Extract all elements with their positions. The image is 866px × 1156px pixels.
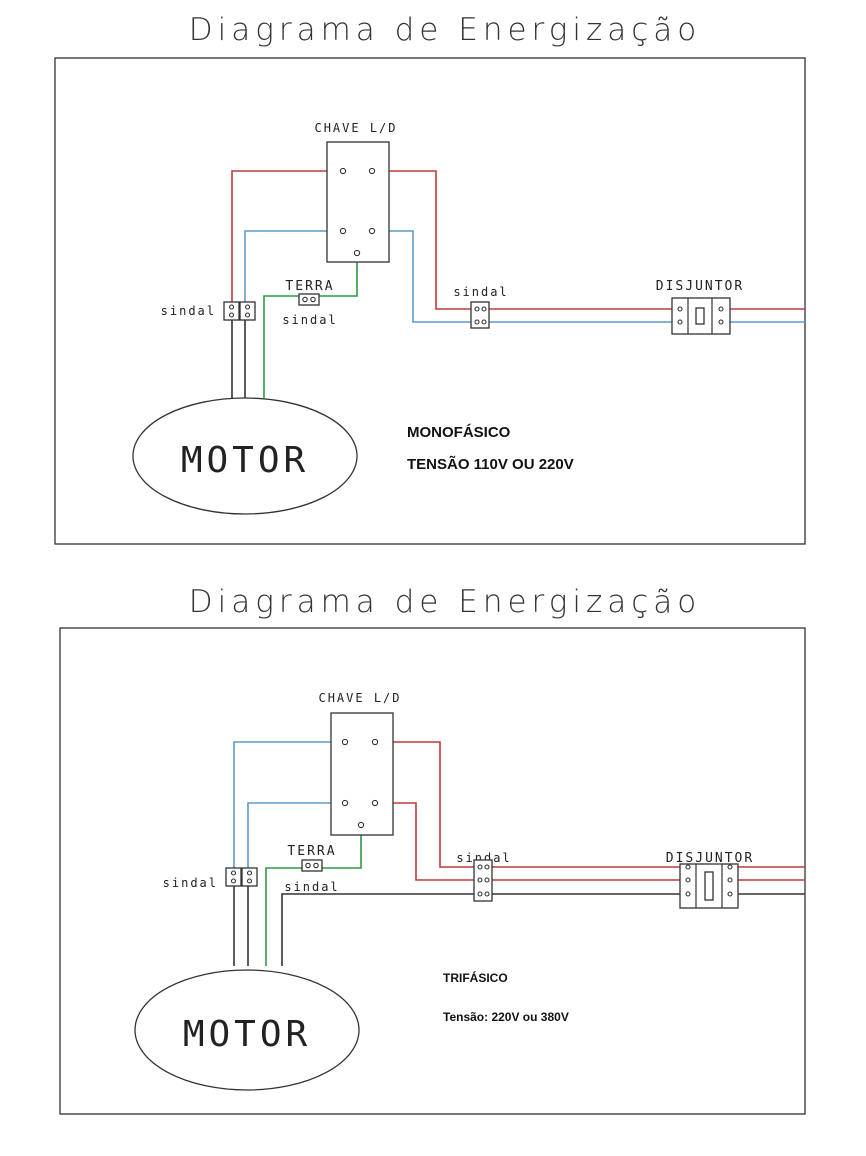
breaker-terminal (685, 891, 691, 897)
sindal-terminal (246, 870, 253, 876)
switch-box (326, 141, 390, 263)
switch-terminal (341, 738, 349, 746)
motor-sindal (223, 301, 240, 321)
sindal-terminal (230, 878, 237, 884)
switch-ground-terminal (357, 821, 365, 829)
switch-label: CHAVE L/D (314, 121, 397, 135)
sindal-terminal (474, 319, 480, 325)
breaker-terminal (718, 319, 724, 325)
motor-sindal (239, 301, 256, 321)
switch-terminal (339, 227, 347, 235)
motor-label: MOTOR (183, 1014, 311, 1055)
diagram-title: Diagrama de Energização (189, 584, 701, 620)
neutral-wire-line (372, 230, 805, 323)
neutral-wire (244, 230, 343, 303)
switch-terminal (371, 799, 379, 807)
motor (134, 969, 360, 1091)
breaker-terminal (677, 319, 683, 325)
breaker-label: DISJUNTOR (656, 279, 744, 294)
sindal-terminal (477, 864, 483, 870)
sindal-terminal (310, 296, 316, 303)
motor (132, 397, 358, 515)
switch-box (330, 712, 394, 836)
switch-terminal (341, 799, 349, 807)
sindal-terminal (484, 891, 490, 897)
sindal-terminal (230, 870, 237, 876)
sindal-terminal (477, 891, 483, 897)
ground-sindal-label: sindal (284, 880, 339, 894)
voltage-note: TENSÃO 110V OU 220V (407, 455, 574, 473)
sindal-terminal (481, 319, 487, 325)
breaker-terminal (727, 891, 733, 897)
phase-wire-l2 (247, 802, 345, 868)
system-type: MONOFÁSICO (407, 424, 511, 441)
breaker-terminal (677, 306, 683, 312)
breaker-terminal (718, 306, 724, 312)
sindal-terminal (305, 862, 311, 869)
breaker-terminal (685, 877, 691, 883)
breaker-lever (704, 871, 714, 901)
diagram-title: Diagrama de Energização (189, 12, 701, 48)
system-type: TRIFÁSICO (443, 970, 508, 985)
phase-wire-l3 (281, 893, 805, 966)
sindal-terminal (244, 304, 251, 310)
sindal-terminal (474, 306, 480, 312)
phase-wire-line-1 (375, 741, 805, 868)
motor-sindal (225, 867, 242, 887)
sindal-terminal (228, 312, 235, 318)
breaker-terminal (685, 864, 691, 870)
sindal-terminal (313, 862, 319, 869)
switch-terminal (368, 167, 376, 175)
ground-label: TERRA (287, 844, 336, 859)
sindal-terminal (484, 864, 490, 870)
switch-ground-terminal (353, 249, 361, 257)
phase-wire-l1 (233, 741, 345, 868)
sindal-terminal (244, 312, 251, 318)
switch-label: CHAVE L/D (318, 691, 401, 705)
phase-wire (231, 170, 343, 303)
motor-label: MOTOR (181, 440, 309, 481)
sindal-terminal (481, 306, 487, 312)
diagram-frame (59, 627, 806, 1115)
diagram-trifasico: Diagrama de Energização CHAVE L/D TERRA … (59, 584, 806, 1115)
ground-sindal (298, 293, 320, 306)
motor-sindal-label: sindal (163, 876, 218, 890)
sindal-terminal (302, 296, 308, 303)
motor-sindal (241, 867, 258, 887)
line-sindal-label: sindal (456, 851, 511, 865)
voltage-note: Tensão: 220V ou 380V (443, 1010, 569, 1024)
diagram-frame (54, 57, 806, 545)
sindal-terminal (228, 304, 235, 310)
line-sindal (473, 859, 493, 902)
breaker-label: DISJUNTOR (666, 851, 754, 866)
switch-terminal (371, 738, 379, 746)
breaker-terminal (727, 864, 733, 870)
phase-wire-line-2 (375, 802, 805, 881)
breaker-lever (695, 307, 705, 325)
line-sindal-label: sindal (453, 285, 508, 299)
line-sindal (470, 301, 490, 329)
switch-terminal (339, 167, 347, 175)
diagram-monofasico: Diagrama de Energização CHAVE L/D TERRA … (54, 12, 806, 545)
sindal-terminal (477, 877, 483, 883)
phase-wire-line (372, 170, 805, 310)
breaker-terminal (727, 877, 733, 883)
ground-sindal-label: sindal (282, 313, 337, 327)
ground-sindal (301, 859, 323, 872)
ground-label: TERRA (285, 279, 334, 294)
sindal-terminal (246, 878, 253, 884)
motor-sindal-label: sindal (161, 304, 216, 318)
sindal-terminal (484, 877, 490, 883)
switch-terminal (368, 227, 376, 235)
